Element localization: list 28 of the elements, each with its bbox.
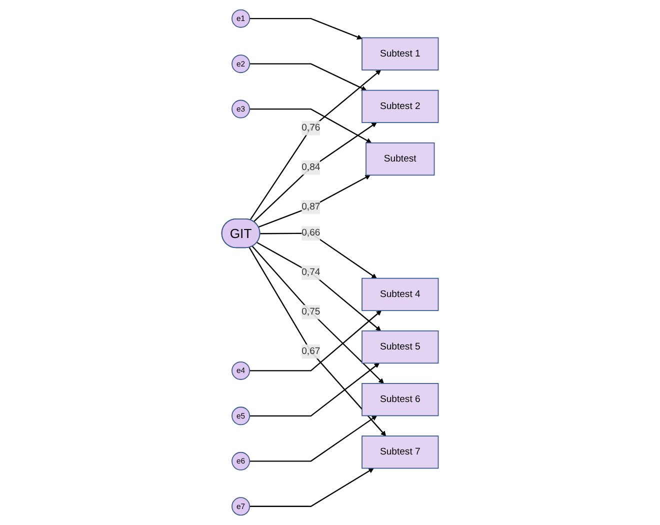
edge-label: 0,74 <box>302 267 320 278</box>
arrow <box>250 310 382 372</box>
node-box: Subtest 2 <box>362 90 439 124</box>
edge-label: 0,67 <box>302 346 320 356</box>
arrow <box>250 108 372 144</box>
node-box: Subtest 7 <box>362 436 439 469</box>
arrow <box>260 232 377 279</box>
edge-label: 0,76 <box>302 122 320 133</box>
node-box: Subtest <box>366 142 435 176</box>
node-box: Subtest 6 <box>362 383 439 416</box>
edge-label: 0,66 <box>302 228 320 238</box>
arrow <box>250 415 377 462</box>
arrow <box>250 468 374 507</box>
arrow <box>256 242 381 332</box>
arrow <box>258 174 370 228</box>
arrow <box>250 362 380 417</box>
node-box: Subtest 1 <box>362 37 439 70</box>
arrow <box>248 247 386 436</box>
arrow <box>250 18 362 40</box>
arrow <box>252 246 384 384</box>
node-box: Subtest 5 <box>362 330 439 364</box>
edge-label: 0,87 <box>302 202 320 212</box>
arrow <box>250 63 367 91</box>
edge-label: 0,75 <box>302 306 320 317</box>
arrow <box>250 70 381 220</box>
arrow <box>253 122 377 222</box>
edge-label: 0,84 <box>302 162 320 172</box>
node-box: Subtest 4 <box>362 278 439 312</box>
